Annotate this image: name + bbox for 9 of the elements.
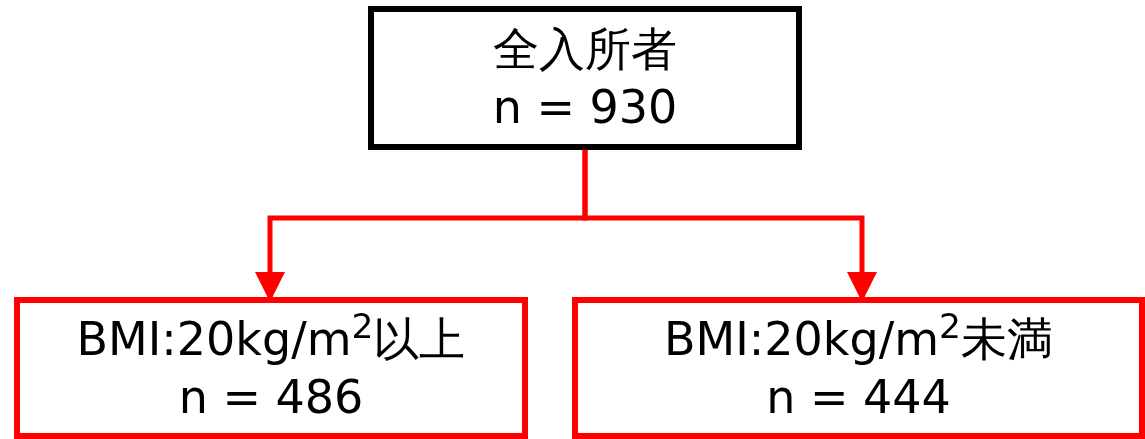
box-text: BMI:20kg/m$^{2}$未満 xyxy=(664,310,1053,368)
process-box xyxy=(14,297,528,439)
box-text: n = 930 xyxy=(492,79,678,136)
process-box xyxy=(368,6,802,150)
box-text: n = 444 xyxy=(766,369,951,426)
box-text: 全入所者 xyxy=(493,21,677,78)
box-text: n = 486 xyxy=(178,369,364,426)
box-text: BMI:20kg/m$^{2}$以上 xyxy=(76,310,466,368)
process-box xyxy=(572,297,1145,439)
